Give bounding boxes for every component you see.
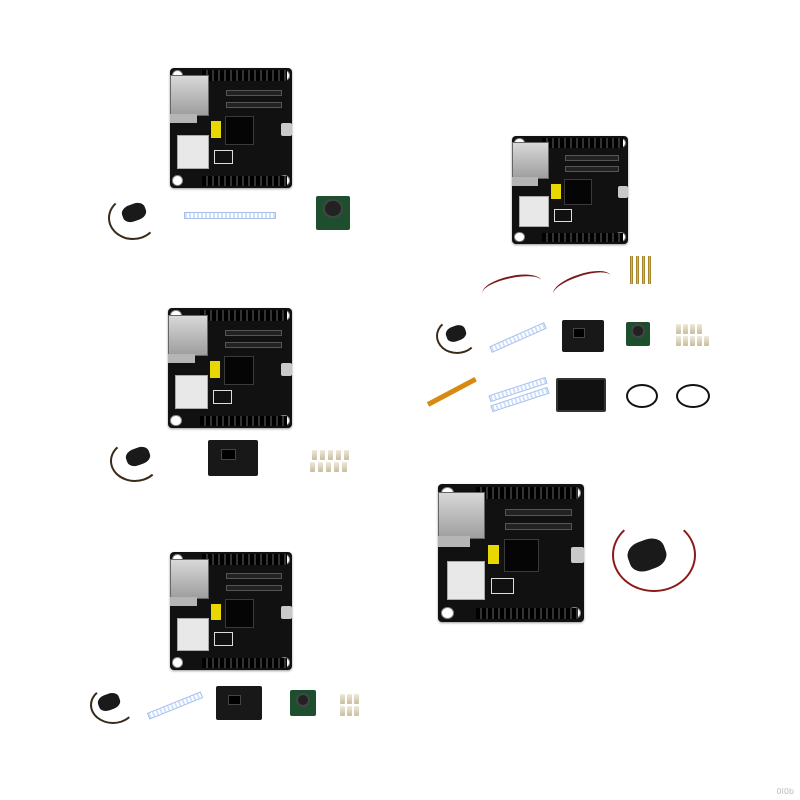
module-icon: [562, 320, 604, 352]
usb-cable-icon: [676, 384, 710, 408]
camera-icon: [316, 196, 350, 230]
dev-board: [170, 68, 292, 188]
dev-board: [512, 136, 628, 244]
wire-cable-icon: [480, 270, 544, 304]
dev-board: [168, 308, 292, 428]
speaker-wire: [612, 518, 696, 592]
wire-cable-icon: [550, 265, 614, 305]
dev-board: [170, 552, 292, 670]
ribbon-cable-icon: [184, 212, 276, 219]
dev-board: [438, 484, 584, 622]
ribbon-cable-icon: [489, 322, 547, 353]
module-icon: [208, 440, 258, 476]
module-icon: [216, 686, 262, 720]
lcd-screen-icon: [556, 378, 606, 412]
camera-icon: [290, 690, 316, 716]
watermark: 0l0b: [776, 787, 794, 796]
fpc-cable-icon: [426, 376, 477, 407]
usb-cable-icon: [626, 384, 658, 408]
ribbon-cable-icon: [146, 691, 204, 720]
camera-icon: [626, 322, 650, 346]
